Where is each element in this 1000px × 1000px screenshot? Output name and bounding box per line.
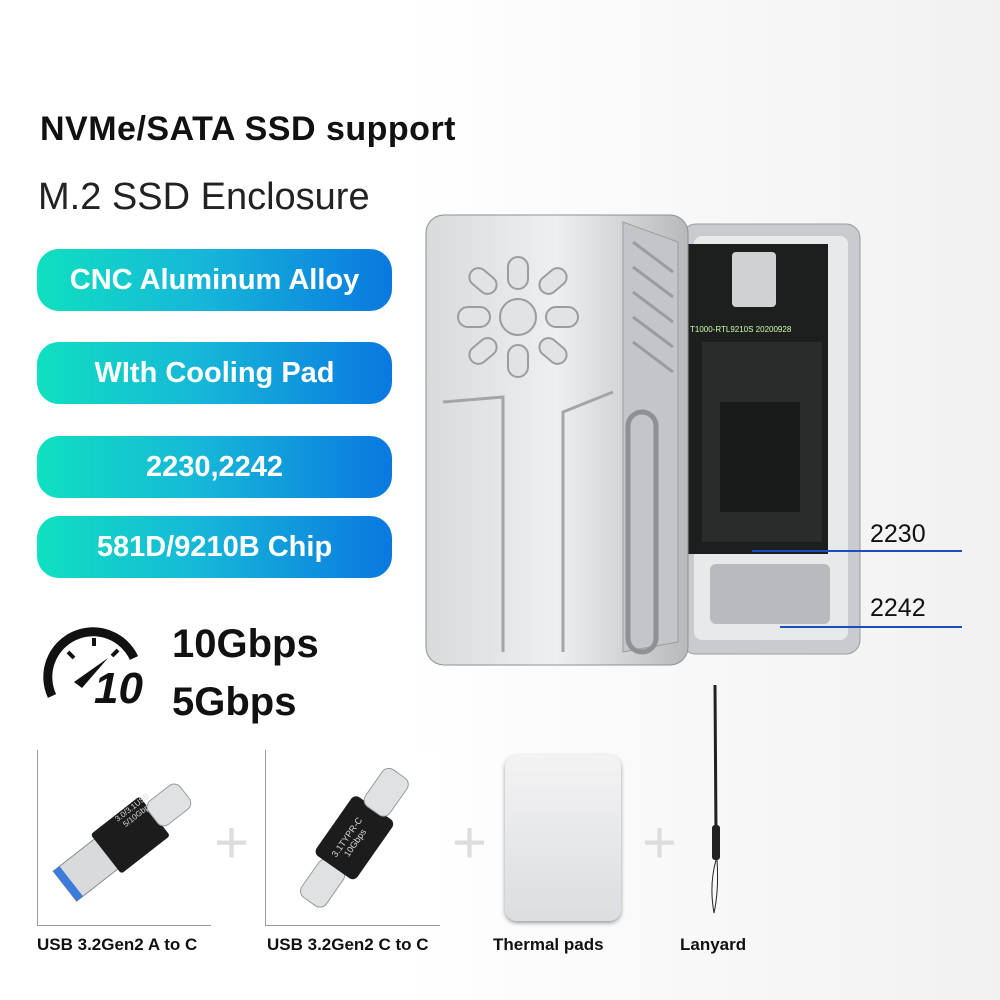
- thermal-pad-image: [505, 755, 621, 921]
- open-enclosure-image: T1000-RTL9210S 20200928: [680, 222, 862, 657]
- plus-icon: +: [214, 809, 250, 876]
- usb-c-to-c-adapter-image: 3.1TYPR-C 10Gbps: [265, 750, 440, 926]
- accessory-label-thermal-pads: Thermal pads: [493, 935, 604, 954]
- plus-icon: +: [452, 809, 488, 876]
- lanyard-image: [705, 684, 729, 917]
- speed-primary: 10Gbps: [172, 622, 319, 666]
- speedometer-icon: 10: [38, 618, 153, 713]
- feature-pill-chip: 581D/9210B Chip: [37, 516, 392, 578]
- accessory-label-a-to-c: USB 3.2Gen2 A to C: [37, 935, 198, 954]
- speed-secondary: 5Gbps: [172, 680, 297, 724]
- plus-icon: +: [642, 809, 678, 876]
- pcb-marking: T1000-RTL9210S 20200928: [690, 325, 792, 334]
- feature-pill-material: CNC Aluminum Alloy: [37, 249, 392, 311]
- accessory-label-lanyard: Lanyard: [680, 935, 747, 954]
- callout-2242: 2242: [870, 594, 926, 622]
- callout-2230: 2230: [870, 520, 926, 548]
- accessory-label-c-to-c: USB 3.2Gen2 C to C: [267, 935, 429, 954]
- feature-pill-sizes: 2230,2242: [37, 436, 392, 498]
- usb-a-to-c-adapter-image: 3.0/3.1USB 5/10Gbps: [37, 750, 211, 926]
- callout-line-2242: [780, 626, 962, 628]
- product-subtitle: M.2 SSD Enclosure: [38, 176, 370, 218]
- speed-icon-number: 10: [94, 664, 143, 713]
- feature-pill-cooling: WIth Cooling Pad: [37, 342, 392, 404]
- page-title: NVMe/SATA SSD support: [40, 110, 456, 148]
- callout-line-2230: [752, 550, 962, 552]
- enclosure-lid-image: [423, 212, 693, 667]
